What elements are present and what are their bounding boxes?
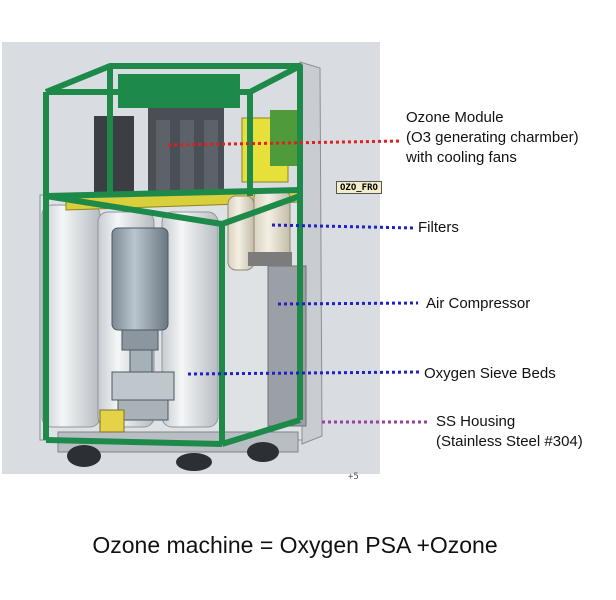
cad-corner-mark: +5 (348, 472, 359, 482)
label-air-compressor: Air Compressor (426, 294, 530, 314)
diagram-caption: Ozone machine = Oxygen PSA +Ozone (0, 532, 590, 559)
label-ozone-module-line1: Ozone Module (406, 108, 579, 128)
label-ozone-module-line2: (O3 generating charmber) (406, 128, 579, 148)
label-filters: Filters (418, 218, 459, 238)
label-ss-housing-line1: SS Housing (436, 412, 583, 432)
label-ss-housing-line2: (Stainless Steel #304) (436, 432, 583, 452)
label-ozone-module-line3: with cooling fans (406, 148, 579, 168)
label-oxygen-sieve-beds: Oxygen Sieve Beds (424, 364, 556, 384)
frame-top-panel (118, 74, 240, 108)
cad-part-tag: OZO_FRO (336, 181, 382, 194)
label-ss-housing: SS Housing (Stainless Steel #304) (436, 412, 583, 452)
label-ozone-module: Ozone Module (O3 generating charmber) wi… (406, 108, 579, 168)
